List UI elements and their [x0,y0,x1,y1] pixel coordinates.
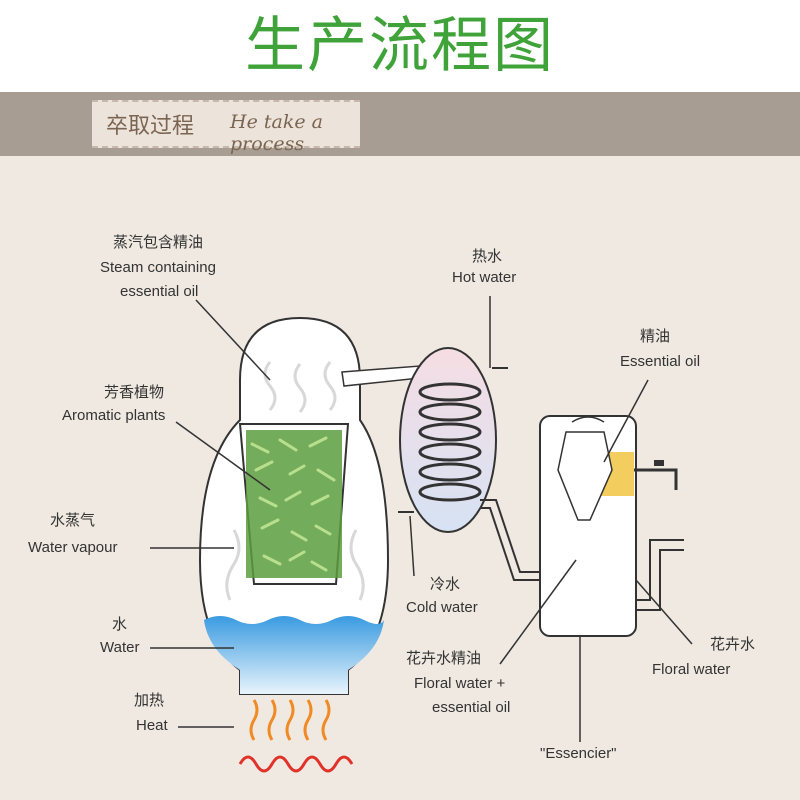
label-heat-en: Heat [136,717,168,734]
label-floral-oil-en2: essential oil [432,699,511,716]
label-oil-en: Essential oil [620,353,701,370]
label-floral-cn: 花卉水 [710,635,756,653]
label-floral-en: Floral water [652,661,731,678]
water-fill [204,616,384,694]
label-vapour-cn: 水蒸气 [50,511,96,529]
section-banner: 卒取过程 He take a process [0,92,800,156]
label-cold-en: Cold water [406,599,478,616]
label-essencier: "Essencier" [540,745,617,762]
label-water-en: Water [100,639,140,656]
banner-title-cn: 卒取过程 [106,114,195,139]
label-floral-oil-cn: 花卉水精油 [406,649,482,667]
label-steam-en1: Steam containing [100,259,216,276]
label-plants-cn: 芳香植物 [104,383,165,401]
label-cold-cn: 冷水 [430,575,461,593]
banner-strip: 卒取过程 He take a process [92,100,360,155]
label-hot-en: Hot water [452,269,517,286]
label-steam-cn: 蒸汽包含精油 [113,233,204,251]
label-hot-cn: 热水 [472,247,503,265]
essencier-vessel [539,415,684,637]
banner-title-en: He take a process [230,111,323,155]
label-vapour-en: Water vapour [28,539,118,556]
label-water-cn: 水 [112,615,128,633]
label-heat-cn: 加热 [134,691,165,709]
label-oil-cn: 精油 [640,327,671,345]
still-vessel [198,316,421,695]
label-floral-oil-en1: Floral water + [414,675,506,692]
label-steam-en2: essential oil [120,283,199,300]
condenser [398,347,548,581]
page-title: 生产流程图 [245,11,555,81]
label-plants-en: Aromatic plants [62,407,166,424]
heat-source [238,699,354,773]
